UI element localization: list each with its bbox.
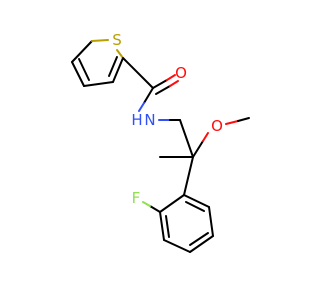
bond-lines <box>71 39 250 253</box>
atom-labels: S O N H O F <box>112 31 223 207</box>
sulfur-atom-label: S <box>112 31 122 49</box>
fluorine-atom-label: F <box>132 189 141 207</box>
amide-nitrogen-label: N <box>144 111 155 129</box>
amide-hydrogen-label: H <box>131 111 142 129</box>
methoxy-oxygen-label: O <box>211 117 223 135</box>
molecule-structure: S O N H O F <box>71 31 250 253</box>
carbonyl-oxygen-label: O <box>175 64 187 82</box>
